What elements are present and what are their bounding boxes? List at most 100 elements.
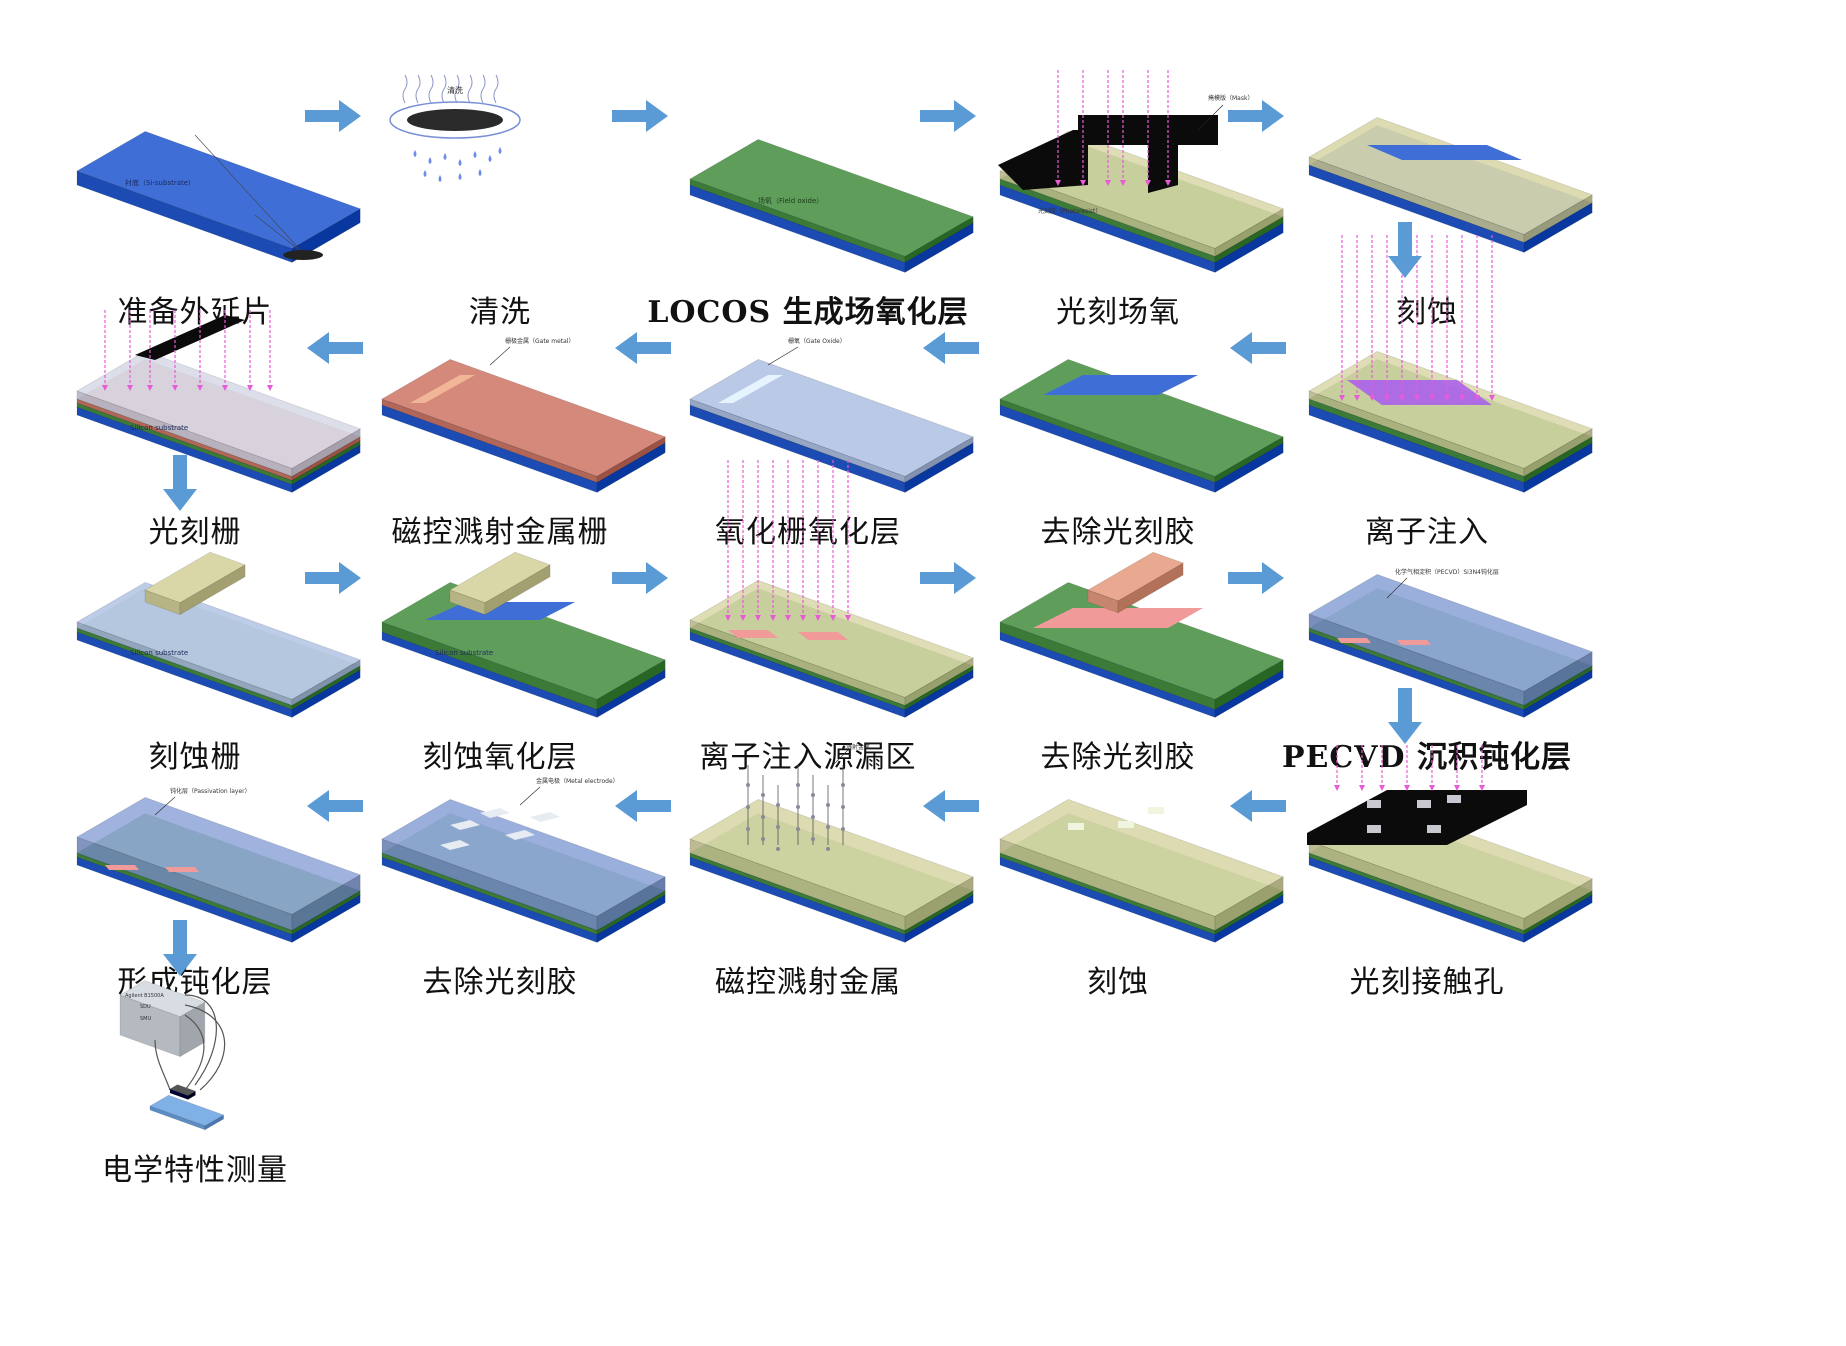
arrow-shape (1230, 790, 1286, 822)
beam-arrowhead (830, 615, 836, 621)
water-drop-icon (473, 151, 477, 158)
beam-arrowhead (1429, 785, 1435, 791)
substrate-annotation: Silicon substrate (435, 649, 493, 657)
steam-icon (441, 74, 447, 104)
metal-particle (796, 805, 800, 809)
step-illustration (999, 798, 1285, 944)
wafer-disc-icon (407, 109, 503, 131)
metal-particle (826, 825, 830, 829)
leader-line (519, 786, 541, 806)
metal-particle (761, 815, 765, 819)
metal-particle (826, 803, 830, 807)
field-oxide-layer (689, 358, 975, 484)
sample-stage (149, 1094, 225, 1131)
beam-arrowhead (1459, 395, 1465, 401)
process-step: 刻蚀 (978, 745, 1285, 1000)
process-arrow-down (1388, 222, 1422, 278)
metal-particle (746, 827, 750, 831)
water-drop-icon (488, 155, 492, 162)
wafer-disc-icon (283, 250, 323, 260)
field-oxide-layer (381, 358, 667, 484)
process-arrow-left (307, 332, 363, 364)
process-arrow-right (305, 100, 361, 132)
beam-arrowhead (755, 615, 761, 621)
process-arrow-down (163, 920, 197, 976)
steam-icon (467, 74, 473, 104)
water-drop-icon (443, 153, 447, 160)
source-drain-region (1337, 638, 1371, 643)
step-label: 去除光刻胶 (1040, 740, 1196, 775)
active-area (425, 602, 575, 620)
metal-electrode (505, 830, 535, 840)
leader-line (194, 134, 304, 254)
process-step: 刻蚀 (1287, 75, 1594, 330)
gate-metal-annotation: 栅极金属（Gate metal） (505, 337, 575, 345)
steam-icon (415, 74, 421, 104)
process-step: 栅氧（Gate Oxide）氧化栅氧化层 (668, 295, 975, 550)
substrate-annotation: 衬底（Si-substrate） (125, 178, 195, 187)
beam-arrowhead (1354, 395, 1360, 401)
step-illustration: Silicon substrate (381, 551, 667, 719)
contact-window (1427, 825, 1441, 833)
step-label: 刻蚀 (1087, 965, 1149, 1000)
contact-window (1367, 825, 1381, 833)
beam-arrowhead (1055, 180, 1061, 186)
step-label: PECVD 沉积钝化层 (1281, 740, 1573, 775)
contact-window (1367, 800, 1381, 808)
step-illustration (689, 460, 975, 719)
arrow-shape (305, 562, 361, 594)
field-oxide-annotation: 场氧（Field oxide） (758, 196, 823, 205)
process-step: 栅极金属（Gate metal）磁控溅射金属栅 (360, 295, 667, 550)
step-illustration: 金属电极（Metal electrode） (381, 777, 667, 944)
process-arrow-left (615, 332, 671, 364)
metal-electrode (450, 820, 480, 830)
step-illustration: 栅极金属（Gate metal） (381, 337, 667, 494)
gate-oxide-strip (718, 375, 783, 403)
step-illustration (1307, 745, 1594, 944)
metal-particle (796, 827, 800, 831)
beam-arrowhead (1145, 180, 1151, 186)
arrow-shape (923, 332, 979, 364)
gate-stack (449, 551, 552, 616)
metal-particle (776, 825, 780, 829)
process-step: 衬底（Si-substrate）准备外延片 (55, 75, 362, 330)
metal-particle (776, 847, 780, 851)
instrument-smu: SMU (140, 1016, 151, 1022)
contact-hole (1068, 823, 1084, 830)
beam-arrowhead (725, 615, 731, 621)
contact-window (1447, 795, 1461, 803)
process-step: 离子注入 (1287, 235, 1594, 550)
beam-arrowhead (267, 385, 273, 391)
leader-line (1197, 104, 1224, 131)
cleaning-annotation: 清洗 (447, 85, 463, 95)
substrate-annotation: Silicon substrate (130, 649, 188, 657)
beam-arrowhead (845, 615, 851, 621)
metal-particle (826, 847, 830, 851)
arrow-shape (163, 455, 197, 511)
beam-arrowhead (1404, 785, 1410, 791)
passivation-layer (381, 798, 667, 932)
metal-particle (841, 827, 845, 831)
arrow-shape (1388, 222, 1422, 278)
arrow-shape (307, 790, 363, 822)
beam-arrowhead (1105, 180, 1111, 186)
metal-particle (841, 783, 845, 787)
leader-line (767, 346, 799, 366)
process-arrow-down (163, 455, 197, 511)
active-area (1043, 375, 1198, 395)
metal-particle (811, 793, 815, 797)
beam-arrowhead (102, 385, 108, 391)
passivation-layer (76, 796, 362, 932)
metal-electrode (480, 808, 510, 818)
beam-arrowhead (740, 615, 746, 621)
beam-arrowhead (1334, 785, 1340, 791)
process-step: 钝化层（Passivation layer）形成钝化层 (55, 745, 362, 1000)
step-illustration (1308, 116, 1594, 254)
metal-particle (776, 803, 780, 807)
